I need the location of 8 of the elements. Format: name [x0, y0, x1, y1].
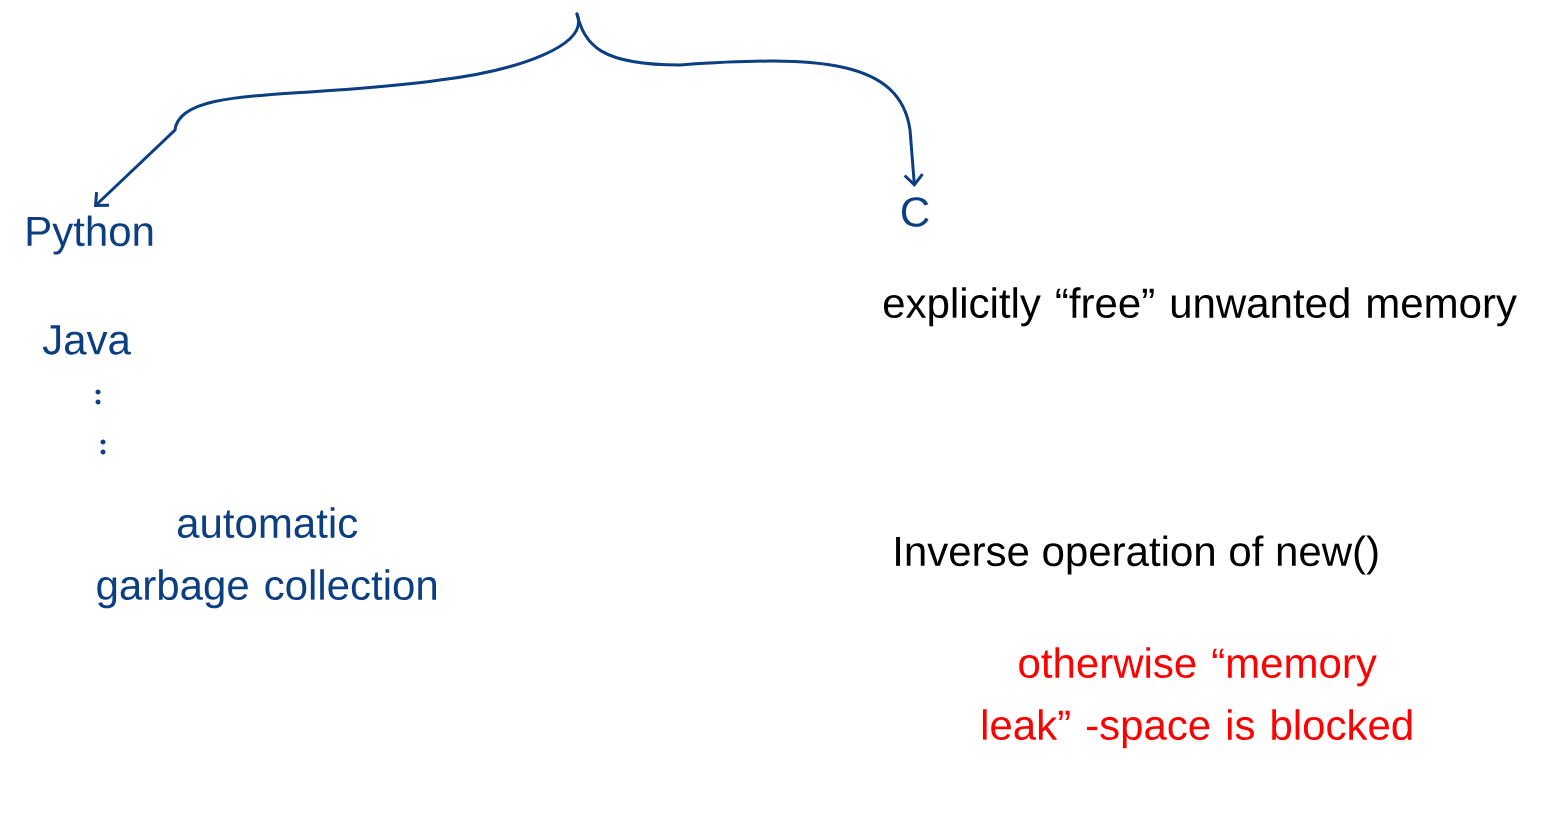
note-text: Java [42, 325, 131, 355]
note-text: otherwise “memory leak” -space is blocked [982, 647, 1412, 749]
arrow [575, 12, 924, 187]
language-name: Python [27, 215, 153, 255]
note-text: automatic garbage collection [97, 507, 436, 609]
note-text: explicitly “free” unwanted memory [884, 287, 1517, 327]
note-text: Inverse operation of new() [896, 535, 1378, 575]
language-name: C [902, 197, 929, 227]
